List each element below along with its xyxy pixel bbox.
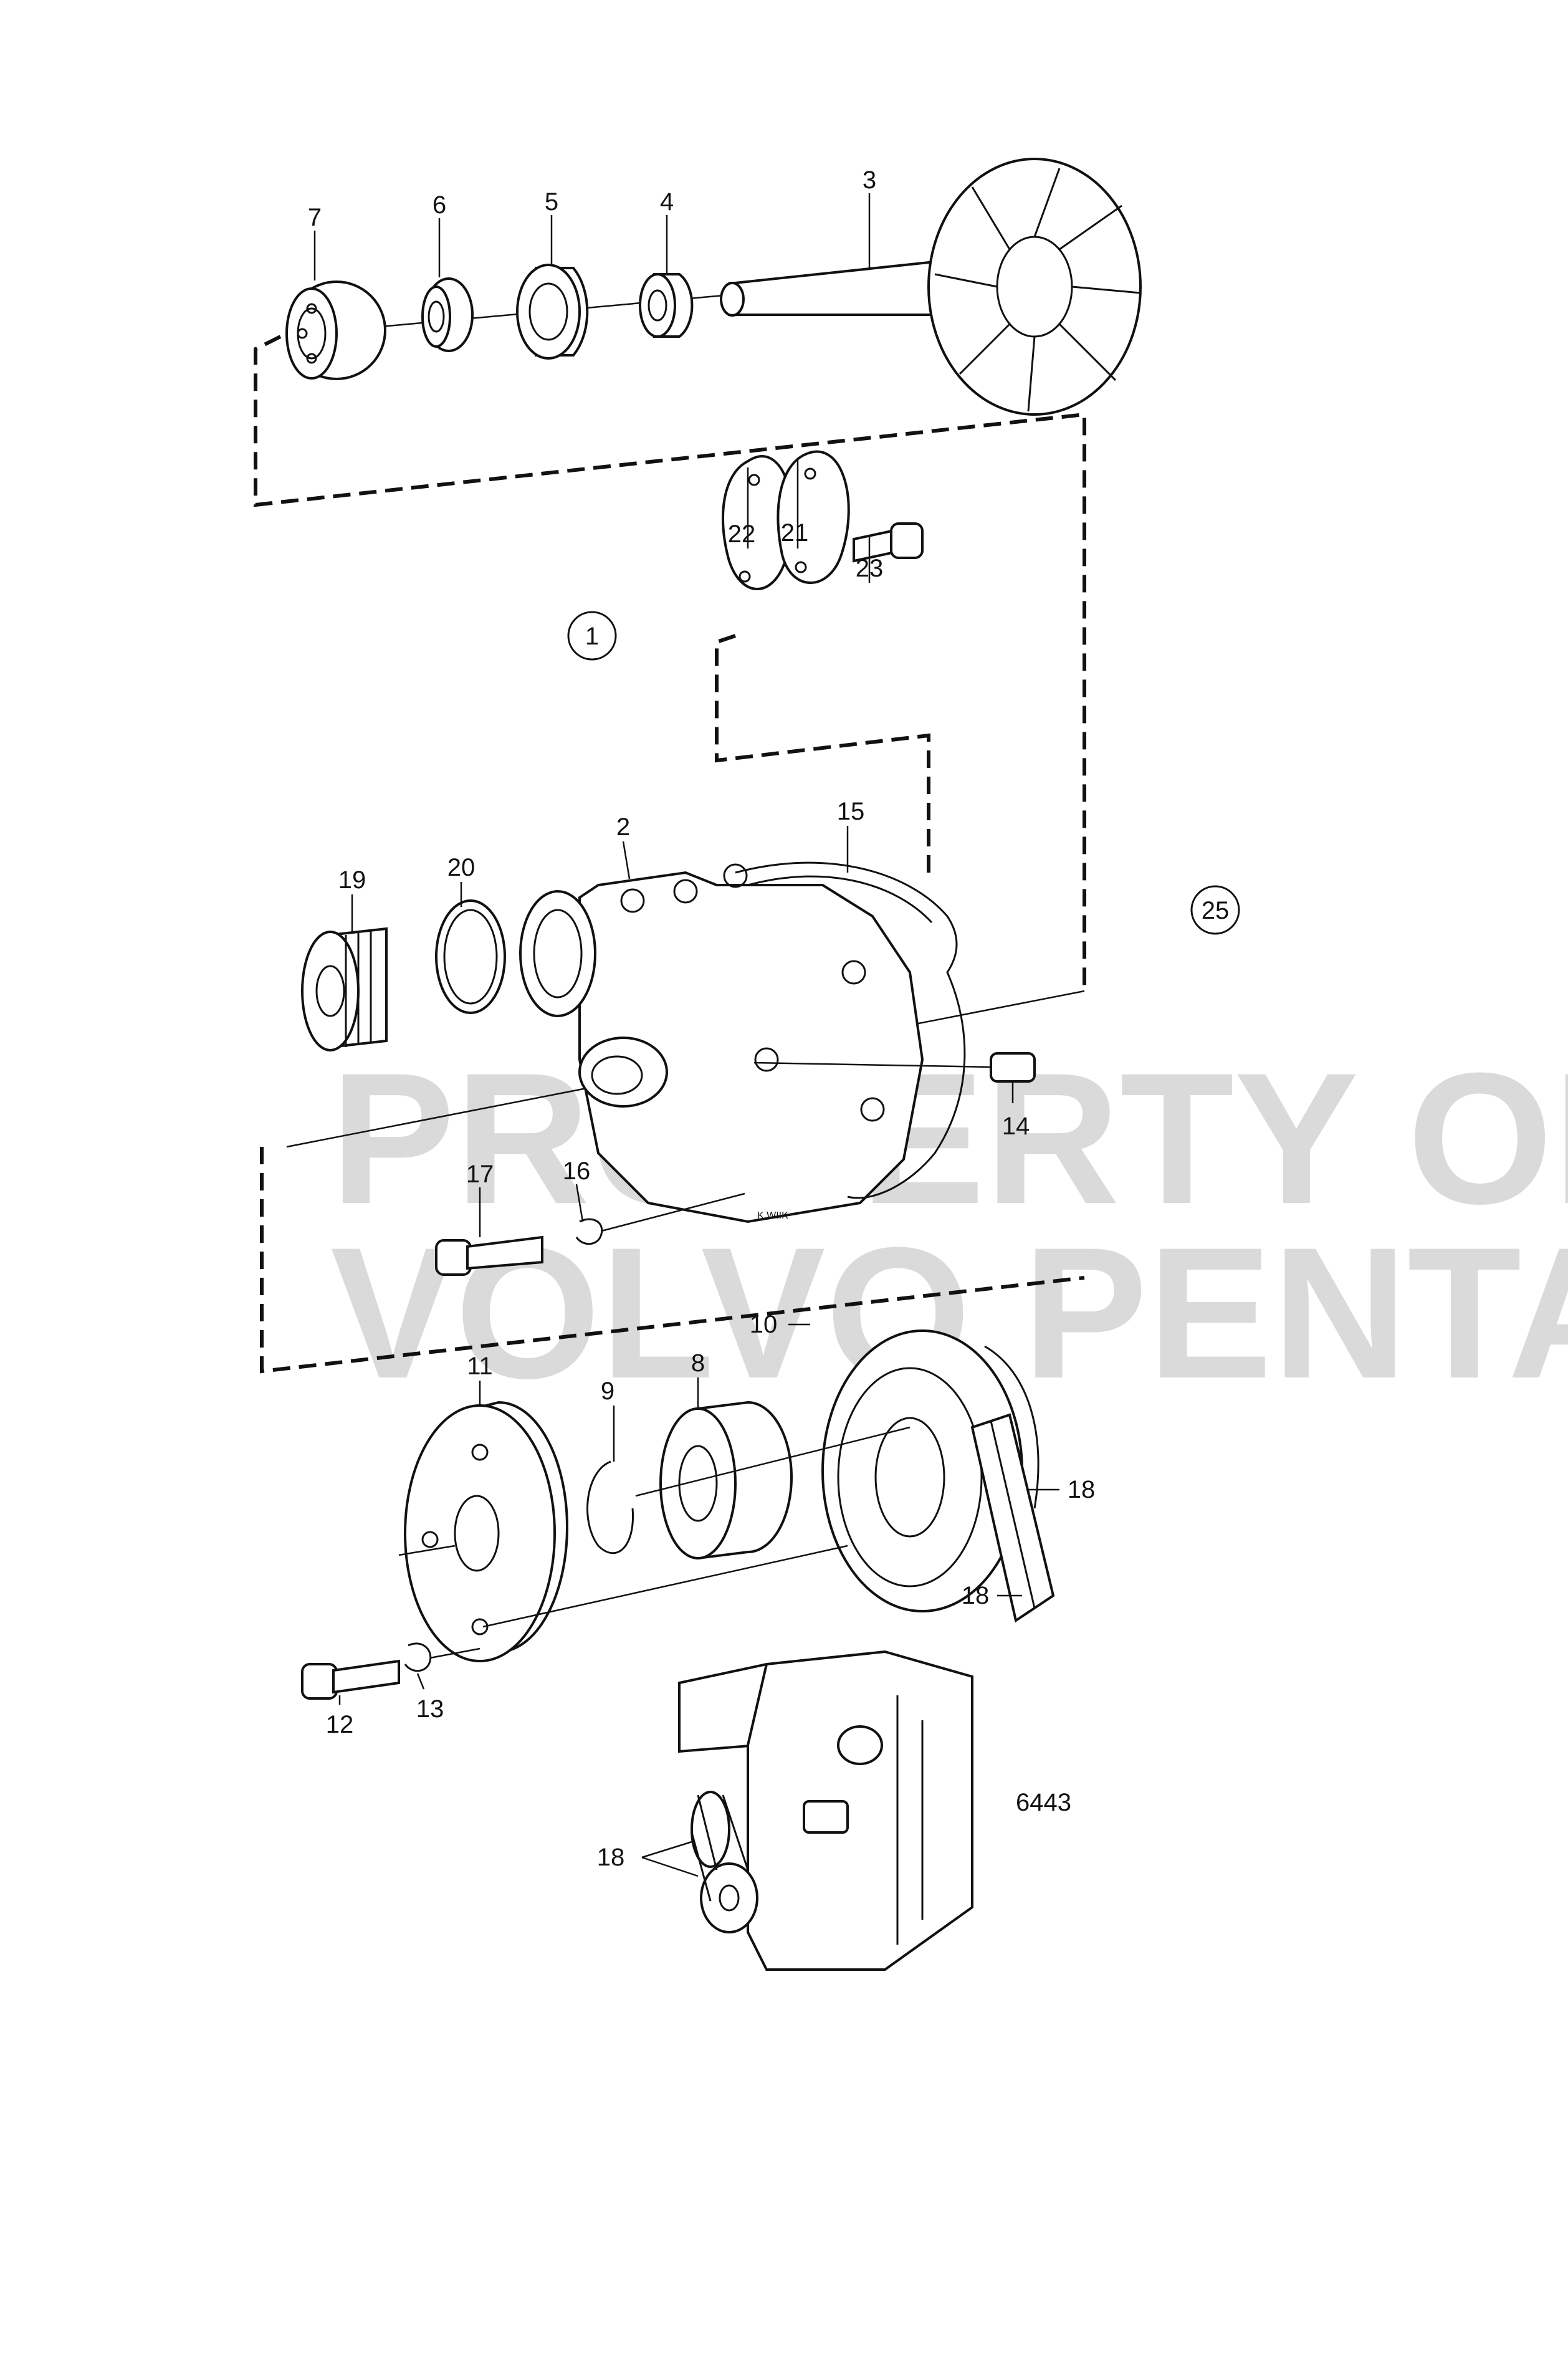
engine-inset-view bbox=[678, 1650, 973, 1971]
callout-11: 11 bbox=[467, 1353, 493, 1380]
callout-2: 2 bbox=[616, 813, 630, 841]
circled-label-1: 1 bbox=[567, 611, 617, 661]
ball-bearing-part-7 bbox=[285, 280, 386, 380]
callout-16: 16 bbox=[563, 1157, 591, 1185]
callout-17: 17 bbox=[466, 1161, 494, 1188]
callout-13: 13 bbox=[416, 1695, 444, 1723]
callout-3: 3 bbox=[863, 166, 876, 194]
lock-washer-part-16 bbox=[575, 1192, 745, 1245]
callout-22: 22 bbox=[728, 520, 756, 548]
bolt-part-17 bbox=[435, 1235, 543, 1276]
callout-6: 6 bbox=[433, 191, 446, 219]
drawing-code: 6443 bbox=[1016, 1789, 1071, 1816]
circled-label-25: 25 bbox=[1190, 885, 1240, 935]
callout-14: 14 bbox=[1002, 1113, 1030, 1140]
seal-part-6 bbox=[421, 277, 474, 352]
callout-9: 9 bbox=[601, 1377, 614, 1405]
bolt-part-12 bbox=[301, 1659, 400, 1700]
callout-23: 23 bbox=[856, 555, 884, 582]
callout-10: 10 bbox=[750, 1311, 778, 1338]
callout-19: 19 bbox=[338, 866, 366, 894]
callout-18-inset: 18 bbox=[597, 1844, 625, 1871]
callout-18-belt-right: 18 bbox=[1068, 1476, 1096, 1503]
sleeve-part-5 bbox=[516, 264, 589, 360]
screw-part-23 bbox=[853, 522, 924, 563]
o-ring-part-20 bbox=[435, 899, 506, 1014]
pulley-flange-part-11 bbox=[398, 1401, 848, 1662]
circlip-part-9 bbox=[586, 1426, 911, 1554]
callout-21: 21 bbox=[781, 519, 809, 547]
lock-washer-part-13 bbox=[404, 1642, 480, 1672]
callout-7: 7 bbox=[308, 204, 322, 231]
cover-plate-part-21 bbox=[777, 450, 850, 584]
svg-text:25: 25 bbox=[1202, 897, 1230, 924]
spacer-part-4 bbox=[639, 273, 694, 338]
callout-5: 5 bbox=[545, 188, 558, 216]
impeller-shaft-part-3 bbox=[720, 158, 1142, 416]
callout-4: 4 bbox=[660, 188, 674, 216]
casting-mark: K.WIIK bbox=[757, 1210, 788, 1221]
bearing-part-8 bbox=[659, 1401, 793, 1560]
plug-part-14 bbox=[753, 1052, 1036, 1083]
callout-18-belt-bottom: 18 bbox=[962, 1582, 990, 1609]
svg-text:1: 1 bbox=[585, 623, 599, 650]
callout-numbers: 7 6 5 4 3 22 21 23 19 20 2 15 14 17 16 1… bbox=[308, 166, 1095, 1871]
callout-12: 12 bbox=[326, 1711, 354, 1738]
callout-15: 15 bbox=[837, 798, 865, 825]
watermark-line-1: PROPERTY OF bbox=[330, 1033, 1568, 1243]
v-belt-part-18 bbox=[970, 1413, 1055, 1623]
pulley-hub-part-19 bbox=[301, 927, 388, 1051]
leader-lines bbox=[313, 193, 1059, 1877]
pump-housing-part-2: K.WIIK bbox=[519, 863, 924, 1224]
callout-20: 20 bbox=[447, 854, 476, 881]
callout-8: 8 bbox=[691, 1349, 705, 1377]
housing-gasket-part-15 bbox=[735, 861, 966, 1199]
